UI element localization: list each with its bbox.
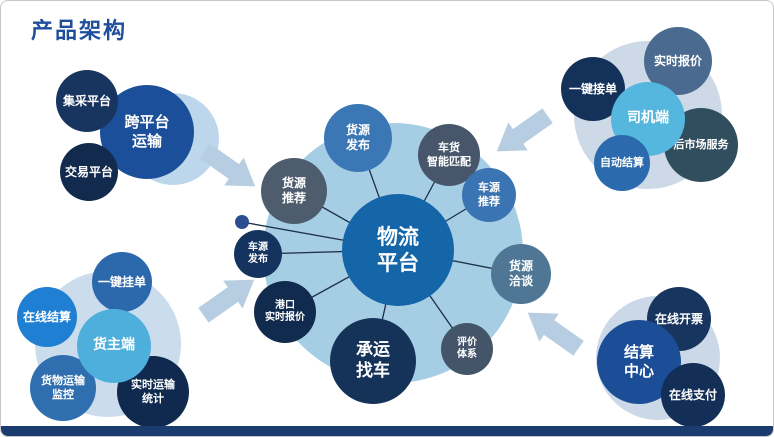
node-evaluation: 评价 体系: [441, 323, 493, 375]
arrow-shipper-to-platform: [198, 279, 255, 323]
node-logistics-platform: 物流 平台: [342, 194, 454, 306]
flow-arrows: [198, 108, 584, 356]
node-realtime-quote: 实时报价: [644, 27, 712, 95]
arrow-settlement-to-platform: [527, 312, 584, 356]
page-title: 产品架构: [31, 19, 128, 44]
node-online-payment: 在线支付: [661, 363, 725, 427]
node-smart-match: 车货 智能匹配: [418, 124, 480, 186]
node-cargo-negotiate: 货源 洽谈: [491, 244, 551, 304]
node-shipper-terminal: 货主端: [77, 309, 151, 383]
node-one-key-listing: 一键挂单: [92, 252, 152, 312]
node-procurement-platform: 集采平台: [56, 70, 118, 132]
node-carrier-find-truck: 承运 找车: [330, 318, 416, 404]
node-truck-recommend: 车源 推荐: [462, 168, 516, 222]
node-cargo-publish: 货源 发布: [324, 104, 392, 172]
node-cargo-recommend: 货源 推荐: [261, 158, 327, 224]
node-small-dot: [235, 215, 249, 229]
node-auto-settlement: 自动结算: [594, 135, 650, 191]
node-port-quote: 港口 实时报价: [254, 281, 316, 343]
node-trading-platform: 交易平台: [60, 143, 118, 201]
footer-bar: [1, 426, 773, 436]
arrow-transport-to-platform: [199, 143, 256, 187]
arrow-driver-to-platform: [496, 108, 553, 152]
node-online-settlement: 在线结算: [17, 287, 77, 347]
node-truck-publish: 车源 发布: [234, 230, 282, 278]
